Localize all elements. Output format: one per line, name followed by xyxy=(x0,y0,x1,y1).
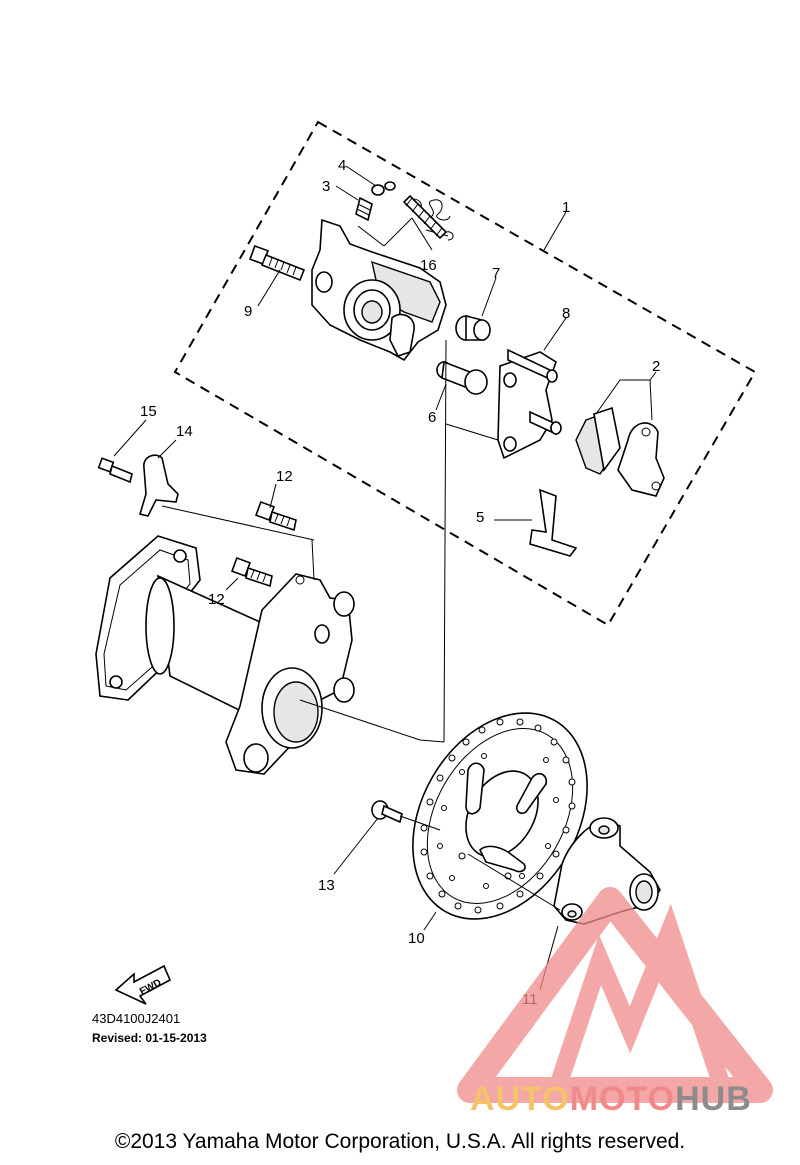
hose-guide-bolt xyxy=(97,457,133,484)
callout-8: 8 xyxy=(562,305,570,322)
caliper-boot xyxy=(455,314,491,341)
watermark-logo-icon xyxy=(457,887,773,1103)
callout-15: 15 xyxy=(140,403,157,420)
callout-3: 3 xyxy=(322,178,330,195)
bleed-screw-cap xyxy=(371,181,396,196)
watermark-moto: MOTO xyxy=(569,1080,676,1118)
axle-housing xyxy=(95,535,355,775)
callout-16: 16 xyxy=(420,257,437,274)
pad-spring xyxy=(529,488,578,557)
caliper-pin xyxy=(436,360,488,395)
bleed-screw xyxy=(355,196,373,222)
bolt-lower xyxy=(231,557,273,588)
diagram-code: 43D4100J2401 xyxy=(92,1011,181,1026)
brake-pads xyxy=(575,406,665,497)
callout-14: 14 xyxy=(176,423,193,440)
alignment-lines xyxy=(161,339,561,911)
callout-5: 5 xyxy=(476,509,484,526)
callout-1: 1 xyxy=(562,199,570,216)
caliper-bracket xyxy=(497,348,562,460)
watermark-text: AUTOMOTOHUB xyxy=(470,1080,752,1119)
callout-12-lower: 12 xyxy=(208,591,225,608)
callout-12-upper: 12 xyxy=(276,468,293,485)
callout-labels: 1 2 3 4 5 6 7 8 9 10 11 12 12 13 14 15 1… xyxy=(140,157,660,1008)
callout-2: 2 xyxy=(652,358,660,375)
callout-7: 7 xyxy=(492,265,500,282)
hose-guide xyxy=(138,454,179,517)
revision-date: Revised: 01-15-2013 xyxy=(92,1031,207,1045)
callout-4: 4 xyxy=(338,157,346,174)
bolt-upper xyxy=(255,501,297,532)
watermark-auto: AUTO xyxy=(470,1080,570,1118)
copyright-notice: ©2013 Yamaha Motor Corporation, U.S.A. A… xyxy=(114,1130,686,1153)
callout-13: 13 xyxy=(318,877,335,894)
caliper-bolt xyxy=(249,245,306,282)
callout-leaders xyxy=(113,165,657,991)
watermark-hub: HUB xyxy=(675,1080,752,1118)
forward-arrow-icon: FWD xyxy=(114,964,172,1005)
brake-caliper xyxy=(311,218,447,362)
callout-6: 6 xyxy=(428,409,436,426)
callout-9: 9 xyxy=(244,303,252,320)
callout-10: 10 xyxy=(408,930,425,947)
spring xyxy=(402,194,454,241)
disc-bolt xyxy=(371,800,403,824)
brake-disc xyxy=(412,712,588,920)
